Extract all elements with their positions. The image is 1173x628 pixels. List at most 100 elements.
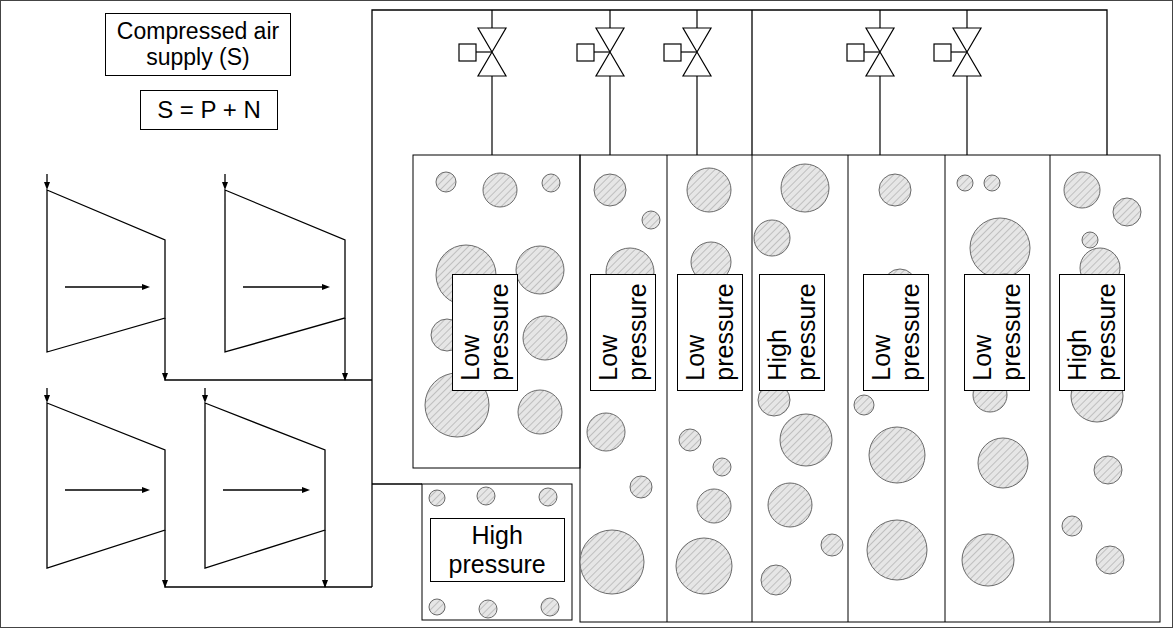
compressor-symbol: [47, 190, 165, 352]
label-text-group: Low pressure: [867, 283, 925, 380]
formula-box: S = P + N: [140, 90, 278, 130]
arrowheads: [44, 182, 348, 588]
consumer-circle: [587, 413, 625, 451]
consumer-circle: [1096, 546, 1124, 574]
compressors: [47, 10, 1107, 587]
consumer-circle: [539, 488, 557, 506]
consumer-circle: [867, 520, 927, 580]
consumer-circle: [477, 487, 495, 505]
consumer-circle: [518, 390, 562, 434]
consumer-circle: [768, 483, 812, 527]
label-text-group: Low pressure: [681, 283, 739, 380]
consumer-circle: [854, 395, 874, 415]
consumer-circle: [679, 429, 701, 451]
control-valve: [664, 10, 711, 155]
label-text-group: S = P + N: [157, 96, 261, 124]
zone-outline: [422, 484, 572, 620]
zones: [413, 155, 1160, 622]
arrowhead: [322, 284, 330, 290]
outlet-pipe: [165, 318, 372, 380]
consumer-circle: [879, 174, 911, 206]
pressure-label: High pressure: [759, 274, 825, 391]
consumer-circle: [970, 218, 1030, 278]
label-text: High pressure: [1063, 283, 1121, 380]
arrowhead: [142, 284, 150, 290]
consumer-circle: [781, 164, 829, 212]
control-valve: [577, 10, 624, 155]
pressure-label: Low pressure: [863, 274, 929, 391]
consumer-circle: [1094, 456, 1122, 484]
consumer-circle: [523, 316, 567, 360]
label-text: High pressure: [763, 283, 821, 380]
consumers: [425, 164, 1141, 618]
consumer-circle: [780, 414, 832, 466]
label-text: Compressed air supply (S): [113, 18, 283, 71]
flow-arrow: [65, 489, 142, 490]
label-text-group: Low pressure: [968, 283, 1026, 380]
consumer-circle: [821, 534, 843, 556]
consumer-circle: [429, 599, 445, 615]
valves: [459, 10, 981, 155]
zone-divider: [848, 155, 849, 622]
arrowhead: [222, 182, 228, 190]
arrowhead: [44, 395, 50, 403]
consumer-circle: [1062, 516, 1082, 536]
consumer-circle: [957, 175, 973, 191]
consumer-circle: [984, 175, 1000, 191]
outlet-pipe: [324, 530, 325, 587]
zone-outline: [580, 155, 1160, 622]
consumer-circle: [541, 598, 559, 616]
consumer-circle: [1064, 172, 1100, 208]
zone-outline: [413, 155, 580, 468]
arrowhead: [302, 487, 310, 493]
flow-arrow: [65, 286, 142, 287]
control-valve: [459, 10, 506, 155]
branch-pipe: [751, 10, 752, 155]
pressure-label: High pressure: [1059, 274, 1125, 391]
outlet-pipe: [165, 530, 372, 587]
label-text-group: High pressure: [1063, 283, 1121, 380]
branch-pipe: [372, 483, 422, 484]
consumer-circle: [1082, 232, 1098, 248]
pressure-label: Low pressure: [677, 274, 743, 391]
arrowhead: [162, 373, 168, 381]
consumer-circle: [1113, 198, 1141, 226]
label-text-group: Low pressure: [594, 283, 652, 380]
pressure-label: Low pressure: [590, 274, 656, 391]
label-text-group: Low pressure: [456, 283, 514, 380]
label-text: S = P + N: [157, 96, 261, 124]
consumer-circle: [542, 174, 560, 192]
arrowhead: [322, 580, 328, 588]
compressor-symbol: [205, 403, 325, 568]
arrowhead: [342, 373, 348, 381]
label-text: Low pressure: [681, 283, 739, 380]
arrowhead: [202, 395, 208, 403]
consumer-circle: [479, 600, 497, 618]
pressure-label: Low pressure: [452, 274, 518, 391]
supply-box: Compressed air supply (S): [105, 13, 291, 76]
arrowhead: [142, 487, 150, 493]
consumer-circle: [754, 220, 790, 256]
label-text-group: High pressure: [763, 283, 821, 380]
consumer-circle: [676, 538, 732, 594]
label-text-group: Compressed air supply (S): [113, 18, 283, 71]
consumer-circle: [516, 246, 564, 294]
consumer-circle: [687, 168, 731, 212]
consumer-circle: [436, 172, 456, 192]
compressor-symbol: [47, 403, 165, 568]
consumer-circle: [483, 173, 517, 207]
label-text: Low pressure: [456, 283, 514, 380]
consumer-circle: [642, 211, 660, 229]
label-text: Low pressure: [867, 283, 925, 380]
control-valve: [847, 10, 894, 155]
label-text: High pressure: [449, 521, 546, 579]
consumer-circle: [869, 427, 925, 483]
label-text: Low pressure: [968, 283, 1026, 380]
consumer-circle: [978, 438, 1028, 488]
arrowhead: [44, 182, 50, 190]
consumer-circle: [580, 530, 644, 594]
zone-divider: [1050, 155, 1051, 622]
flow-arrow: [243, 286, 322, 287]
